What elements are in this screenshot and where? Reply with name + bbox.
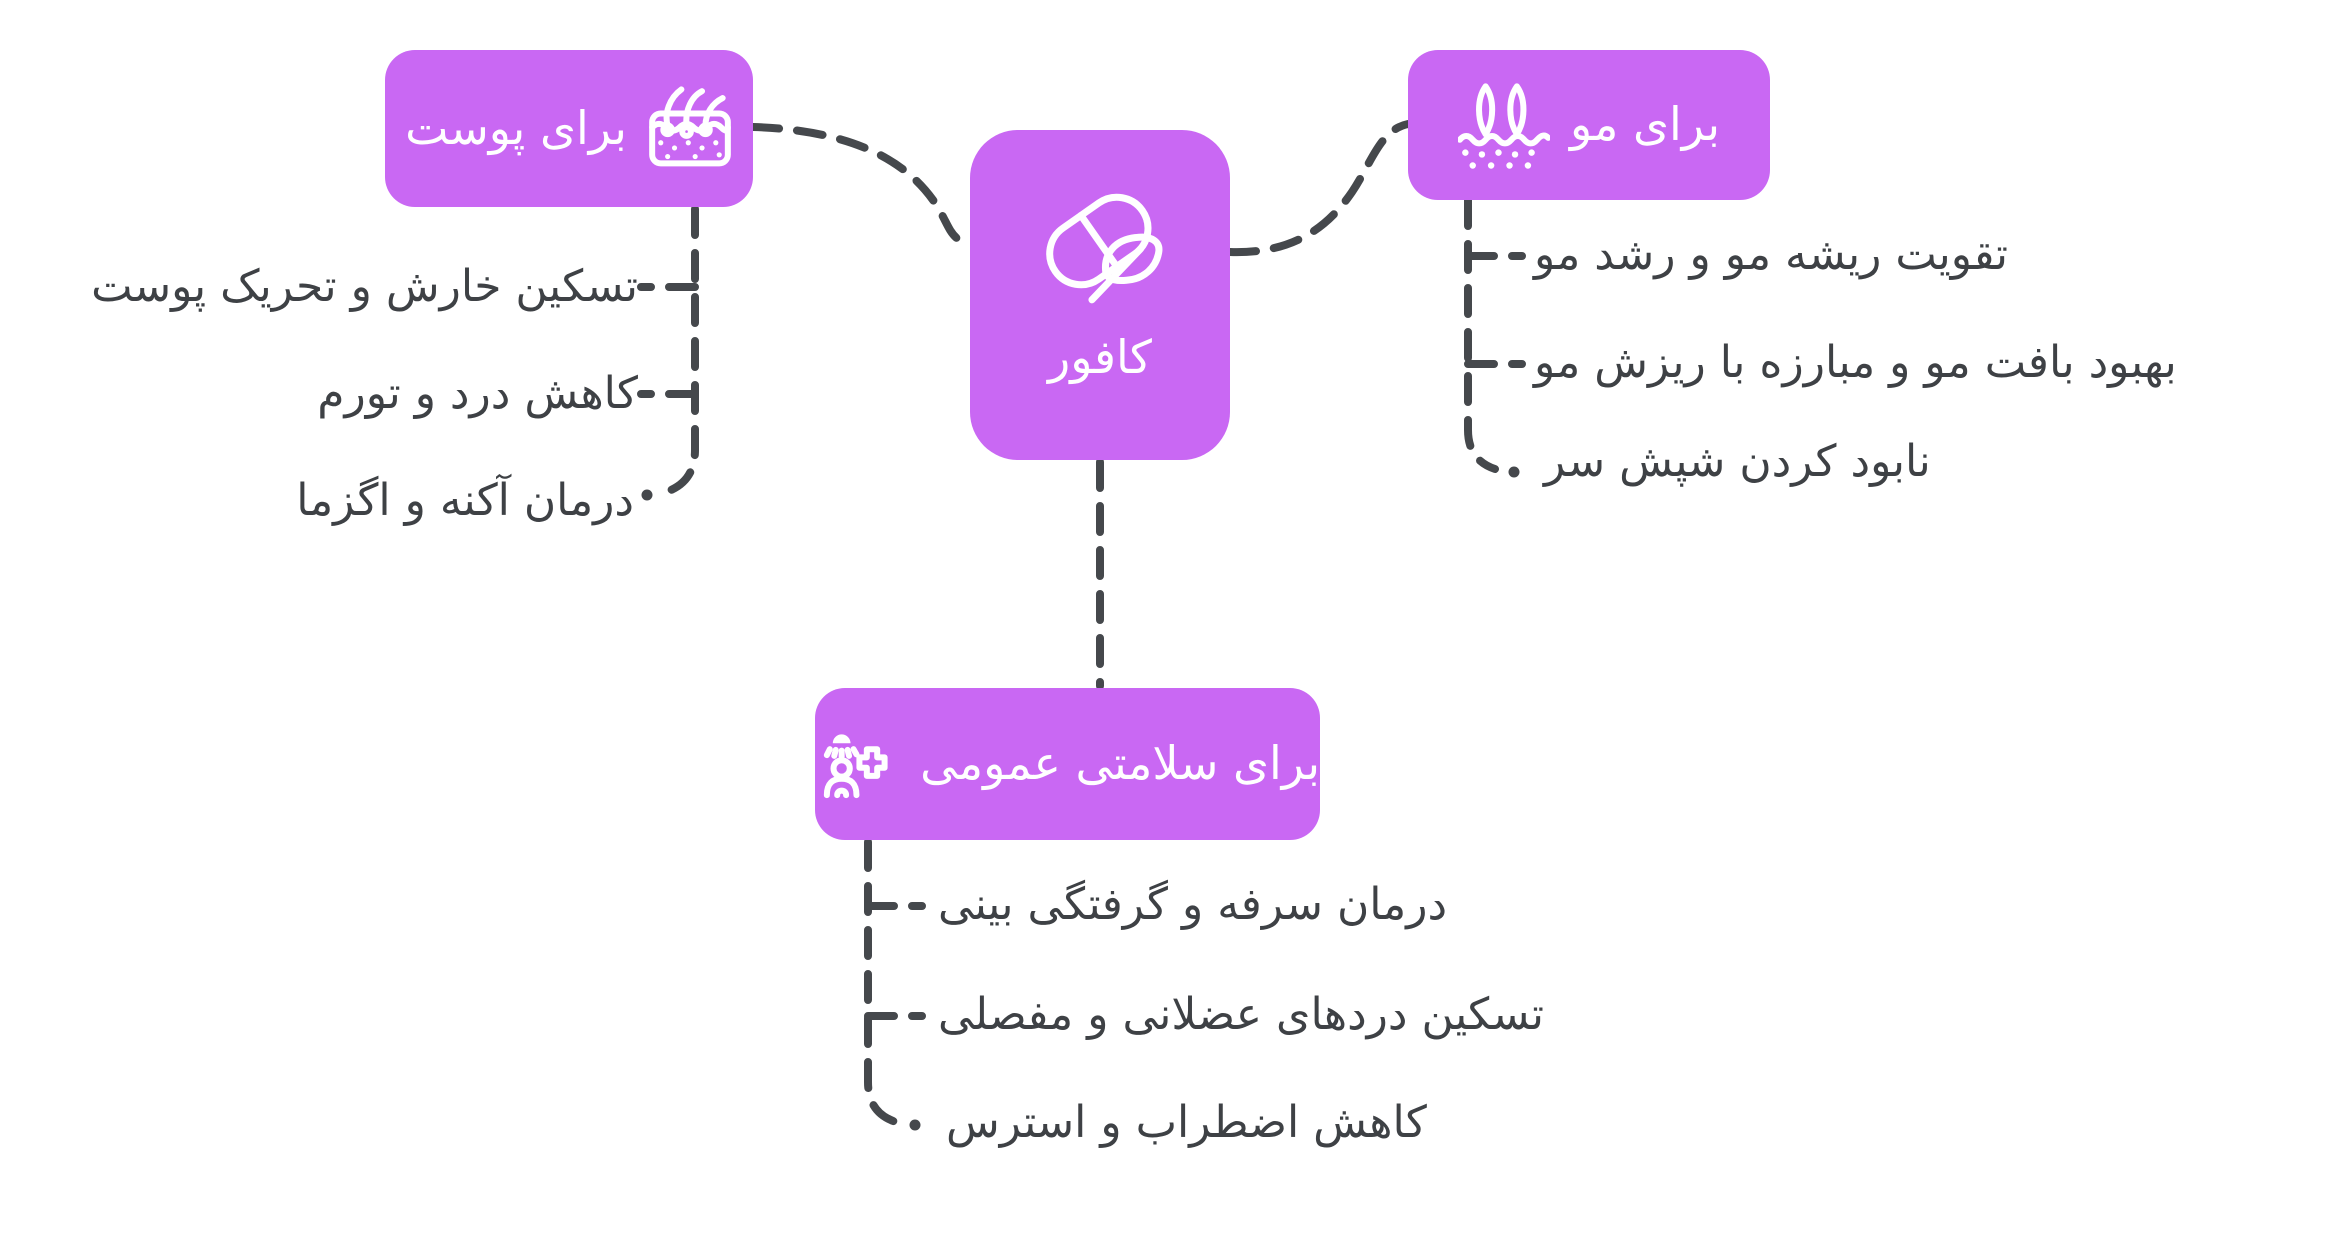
- link-center-to-hair: [1226, 120, 1412, 257]
- health-benefit-item-3: کاهش اضطراب و استرس: [946, 1097, 1427, 1148]
- hair-benefit-item-1: تقویت ریشه مو و رشد مو: [1534, 229, 2009, 280]
- person-hygiene-cross-icon: [815, 734, 900, 812]
- pill-leaf-icon: [1025, 166, 1175, 316]
- link-skin-to-center: [749, 123, 976, 250]
- hair-branch-end-dot: [1508, 466, 1520, 478]
- skin-branch-end-dot: [641, 489, 653, 501]
- center-node-camphor: کافور: [970, 130, 1230, 460]
- hair-benefit-item-3: نابود کردن شپش سر: [1544, 436, 1931, 487]
- branch-node-skin: برای پوست: [385, 50, 753, 207]
- branch-health-label: برای سلامتی عمومی: [920, 736, 1320, 791]
- branch-node-hair: برای مو: [1408, 50, 1770, 200]
- branch-skin-label: برای پوست: [405, 100, 627, 155]
- branch-hair-label: برای مو: [1570, 97, 1720, 152]
- center-node-label: کافور: [1048, 330, 1152, 384]
- branch-node-general-health: برای سلامتی عمومی: [815, 688, 1320, 840]
- health-benefit-item-1: درمان سرفه و گرفتگی بینی: [938, 879, 1448, 930]
- skin-icon: [647, 84, 733, 174]
- skin-benefit-item-2: کاهش درد و تورم: [317, 368, 638, 419]
- health-branch-spine: [864, 838, 900, 1126]
- skin-benefit-item-1: تسکین خارش و تحریک پوست: [91, 261, 638, 312]
- hair-roots-icon: [1458, 79, 1550, 169]
- skin-branch-spine: [662, 205, 699, 496]
- health-benefit-item-2: تسکین دردهای عضلانی و مفصلی: [938, 989, 1545, 1040]
- skin-benefit-item-3: درمان آکنه و اگزما: [296, 475, 634, 526]
- hair-benefit-item-2: بهبود بافت مو و مبارزه با ریزش مو: [1534, 337, 2177, 388]
- health-branch-end-dot: [909, 1119, 921, 1131]
- hair-branch-spine: [1464, 196, 1499, 473]
